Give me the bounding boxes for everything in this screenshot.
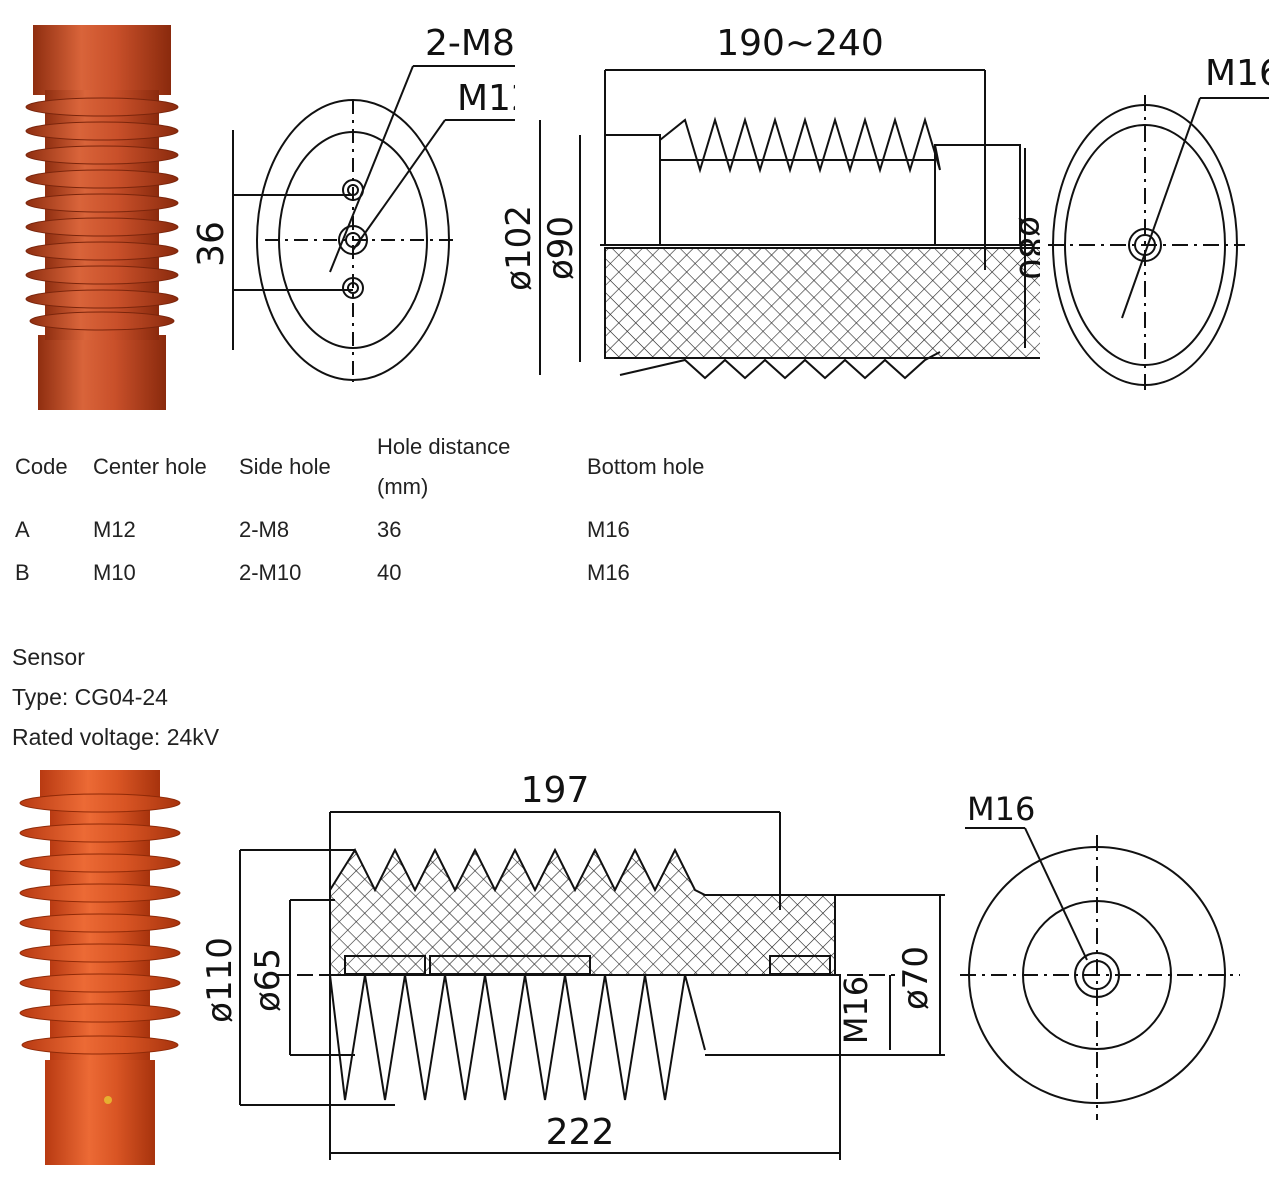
center-hole-label: M12 <box>457 78 515 119</box>
sensor-rated-voltage: Rated voltage: 24kV <box>12 724 220 750</box>
sensor-photo <box>19 770 181 1165</box>
top-bottom-view-drawing: M16 <box>1048 53 1269 395</box>
header-code: Code <box>15 454 68 479</box>
cell-hole-distance: 40 <box>377 560 402 585</box>
cell-hole-distance: 36 <box>377 517 402 542</box>
cell-code: B <box>15 560 30 585</box>
outer-diameter-label: ø102 <box>500 205 539 291</box>
sensor-type: Type: CG04-24 <box>12 684 168 710</box>
inner-diameter-label: ø65 <box>248 948 288 1012</box>
header-hole-distance: Hole distance <box>377 434 511 459</box>
end-diameter-label: ø70 <box>896 946 936 1010</box>
outer-diameter-label: ø110 <box>200 937 240 1023</box>
cell-side-hole: 2-M10 <box>239 560 302 585</box>
length-label: 190~240 <box>716 23 884 64</box>
sensor-end-view-drawing: M16 <box>960 790 1240 1120</box>
cell-side-hole: 2-M8 <box>239 517 290 542</box>
table-header-row: Code Center hole Side hole Hole distance… <box>0 425 760 505</box>
cell-center-hole: M10 <box>93 560 136 585</box>
insulator-photo <box>25 25 179 410</box>
cell-code: A <box>15 517 30 542</box>
header-center-hole: Center hole <box>93 454 207 479</box>
sensor-heading: Sensor <box>12 644 85 670</box>
table-row: B M10 2-M10 40 M16 <box>0 553 760 593</box>
thread-label: M16 <box>837 976 875 1044</box>
header-bottom-hole: Bottom hole <box>587 454 705 479</box>
end-hole-label: M16 <box>967 790 1035 828</box>
top-side-view-drawing: 190~240 ø102 ø90 ø80 <box>500 23 1040 380</box>
total-length-label: 222 <box>546 1112 615 1153</box>
table-row: A M12 2-M8 36 M16 <box>0 510 760 550</box>
end-diameter-label: ø80 <box>1011 216 1040 280</box>
hole-distance-label: 36 <box>191 221 232 267</box>
cell-bottom-hole: M16 <box>587 560 630 585</box>
side-hole-label: 2-M8 <box>425 23 515 64</box>
header-side-hole: Side hole <box>239 454 331 479</box>
sensor-side-view-drawing: 197 222 ø110 ø65 M16 ø70 <box>200 770 945 1160</box>
bottom-hole-label: M16 <box>1205 53 1269 94</box>
body-diameter-label: ø90 <box>541 216 581 280</box>
cell-center-hole: M12 <box>93 517 136 542</box>
top-length-label: 197 <box>521 770 590 811</box>
top-front-view-drawing: 2-M8 M12 36 <box>191 23 515 382</box>
cell-bottom-hole: M16 <box>587 517 630 542</box>
header-hole-distance-unit: (mm) <box>377 474 429 499</box>
